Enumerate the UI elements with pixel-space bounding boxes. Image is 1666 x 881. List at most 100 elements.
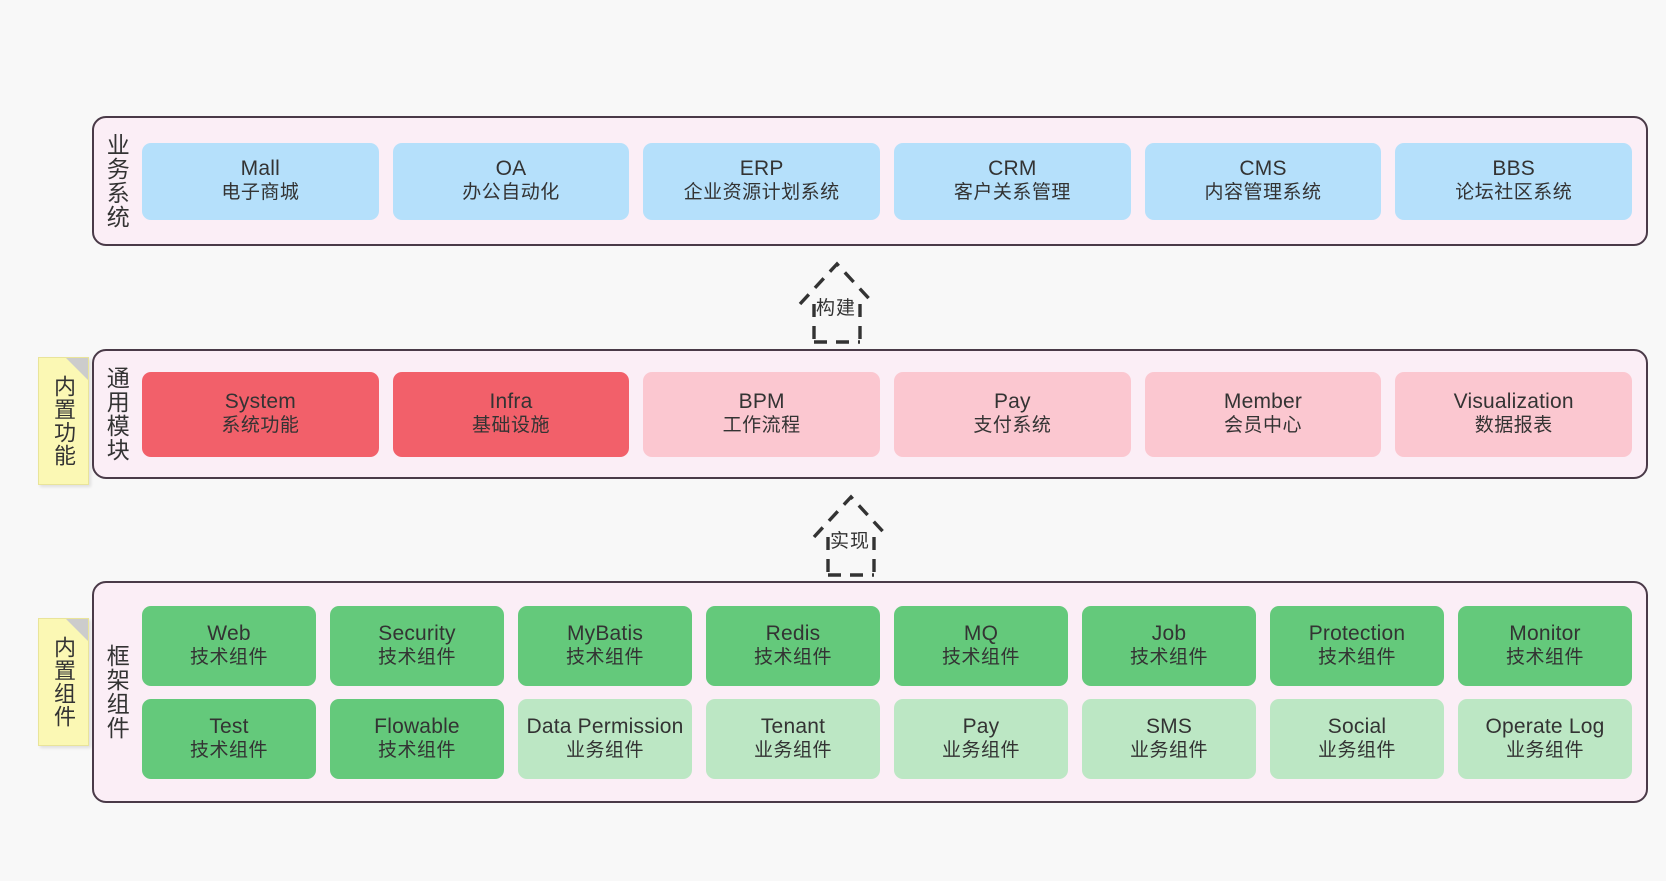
node-label-cn: 技术组件 bbox=[565, 646, 644, 668]
node-flowable[interactable]: Flowable 技术组件 bbox=[330, 698, 504, 779]
node-operate-log[interactable]: Operate Log 业务组件 bbox=[1458, 698, 1632, 779]
node-data-permission[interactable]: Data Permission 业务组件 bbox=[518, 698, 692, 779]
node-label-cn: 技术组件 bbox=[189, 646, 268, 668]
node-oa[interactable]: OA 办公自动化 bbox=[392, 142, 630, 220]
node-label-en: ERP bbox=[739, 157, 784, 181]
node-label-en: Security bbox=[378, 621, 456, 645]
node-test[interactable]: Test 技术组件 bbox=[142, 698, 316, 779]
node-label-en: Mall bbox=[240, 157, 280, 181]
sticky-note-builtin-component: 内置组件 bbox=[38, 618, 89, 746]
node-label-en: BBS bbox=[1492, 157, 1535, 181]
layer-title-framework-component: 框架组件 bbox=[103, 644, 130, 740]
node-label-en: Web bbox=[207, 621, 251, 645]
node-label-en: Flowable bbox=[374, 714, 460, 738]
node-bpm[interactable]: BPM 工作流程 bbox=[643, 371, 881, 457]
node-label-cn: 技术组件 bbox=[1317, 646, 1396, 668]
node-protection[interactable]: Protection 技术组件 bbox=[1270, 605, 1444, 686]
node-label-en: OA bbox=[495, 157, 527, 181]
node-label-en: System bbox=[224, 390, 296, 414]
node-label-cn: 系统功能 bbox=[221, 415, 300, 437]
node-label-cn: 业务组件 bbox=[753, 739, 832, 761]
layer-business-system: 业务系统 Mall 电子商城 OA 办公自动化 ERP 企业资源计划系统 CRM… bbox=[92, 116, 1648, 246]
node-row: Test 技术组件 Flowable 技术组件 Data Permission … bbox=[142, 698, 1632, 779]
node-label-cn: 办公自动化 bbox=[462, 182, 560, 204]
node-sms[interactable]: SMS 业务组件 bbox=[1082, 698, 1256, 779]
layer-common-module: 通用模块 System 系统功能 Infra 基础设施 BPM 工作流程 Pay… bbox=[92, 349, 1648, 479]
node-label-en: BPM bbox=[738, 390, 785, 414]
layer-body-business-system: Mall 电子商城 OA 办公自动化 ERP 企业资源计划系统 CRM 客户关系… bbox=[138, 118, 1646, 244]
node-mybatis[interactable]: MyBatis 技术组件 bbox=[518, 605, 692, 686]
node-erp[interactable]: ERP 企业资源计划系统 bbox=[643, 142, 881, 220]
node-label-en: CMS bbox=[1239, 157, 1287, 181]
connector-implement-label: 实现 bbox=[830, 531, 871, 552]
node-redis[interactable]: Redis 技术组件 bbox=[706, 605, 880, 686]
node-label-cn: 基础设施 bbox=[472, 415, 551, 437]
node-label-cn: 论坛社区系统 bbox=[1455, 182, 1573, 204]
node-label-cn: 技术组件 bbox=[1129, 646, 1208, 668]
node-label-en: Redis bbox=[765, 621, 821, 645]
node-pay-component[interactable]: Pay 业务组件 bbox=[894, 698, 1068, 779]
node-label-cn: 业务组件 bbox=[941, 739, 1020, 761]
layer-framework-component: 框架组件 Web 技术组件 Security 技术组件 MyBatis 技术组件… bbox=[92, 581, 1648, 803]
sticky-note-builtin-function: 内置功能 bbox=[38, 357, 89, 485]
node-label-en: Member bbox=[1223, 390, 1303, 414]
node-security[interactable]: Security 技术组件 bbox=[330, 605, 504, 686]
node-label-en: Job bbox=[1151, 621, 1187, 645]
node-label-en: MQ bbox=[963, 621, 999, 645]
node-label-cn: 工作流程 bbox=[722, 415, 801, 437]
node-row: Web 技术组件 Security 技术组件 MyBatis 技术组件 Redi… bbox=[142, 605, 1632, 686]
node-label-cn: 数据报表 bbox=[1474, 415, 1553, 437]
node-web[interactable]: Web 技术组件 bbox=[142, 605, 316, 686]
node-social[interactable]: Social 业务组件 bbox=[1270, 698, 1444, 779]
node-label-cn: 企业资源计划系统 bbox=[683, 182, 840, 204]
layer-title-business-system: 业务系统 bbox=[103, 133, 130, 229]
node-mall[interactable]: Mall 电子商城 bbox=[142, 142, 379, 220]
node-label-en: MyBatis bbox=[566, 621, 644, 645]
node-bbs[interactable]: BBS 论坛社区系统 bbox=[1395, 142, 1633, 220]
node-label-cn: 业务组件 bbox=[565, 739, 644, 761]
node-label-en: SMS bbox=[1145, 714, 1193, 738]
node-label-en: Test bbox=[209, 714, 249, 738]
node-label-cn: 技术组件 bbox=[753, 646, 832, 668]
node-label-cn: 技术组件 bbox=[189, 739, 268, 761]
node-job[interactable]: Job 技术组件 bbox=[1082, 605, 1256, 686]
node-cms[interactable]: CMS 内容管理系统 bbox=[1144, 142, 1382, 220]
layer-body-common-module: System 系统功能 Infra 基础设施 BPM 工作流程 Pay 支付系统… bbox=[138, 351, 1646, 477]
node-row: System 系统功能 Infra 基础设施 BPM 工作流程 Pay 支付系统… bbox=[142, 371, 1633, 457]
connector-build-label: 构建 bbox=[816, 298, 857, 319]
node-row: Mall 电子商城 OA 办公自动化 ERP 企业资源计划系统 CRM 客户关系… bbox=[142, 142, 1633, 220]
node-label-cn: 会员中心 bbox=[1224, 415, 1303, 437]
node-label-en: Data Permission bbox=[526, 714, 684, 738]
node-label-en: Pay bbox=[962, 714, 1000, 738]
node-mq[interactable]: MQ 技术组件 bbox=[894, 605, 1068, 686]
node-label-cn: 客户关系管理 bbox=[953, 182, 1071, 204]
node-label-cn: 业务组件 bbox=[1317, 739, 1396, 761]
layer-body-framework-component: Web 技术组件 Security 技术组件 MyBatis 技术组件 Redi… bbox=[138, 583, 1646, 801]
node-label-cn: 技术组件 bbox=[941, 646, 1020, 668]
node-label-en: Operate Log bbox=[1485, 714, 1605, 738]
node-label-cn: 技术组件 bbox=[377, 739, 456, 761]
node-label-en: Infra bbox=[489, 390, 533, 414]
node-tenant[interactable]: Tenant 业务组件 bbox=[706, 698, 880, 779]
node-pay-module[interactable]: Pay 支付系统 bbox=[894, 371, 1131, 457]
node-crm[interactable]: CRM 客户关系管理 bbox=[894, 142, 1131, 220]
node-label-cn: 业务组件 bbox=[1129, 739, 1208, 761]
node-label-en: Tenant bbox=[760, 714, 826, 738]
node-label-en: Pay bbox=[993, 390, 1031, 414]
node-label-cn: 电子商城 bbox=[221, 182, 300, 204]
node-label-cn: 支付系统 bbox=[973, 415, 1052, 437]
node-label-en: Monitor bbox=[1509, 621, 1581, 645]
node-member[interactable]: Member 会员中心 bbox=[1144, 371, 1382, 457]
node-visualization[interactable]: Visualization 数据报表 bbox=[1395, 371, 1633, 457]
node-label-en: Protection bbox=[1308, 621, 1406, 645]
node-system[interactable]: System 系统功能 bbox=[142, 371, 379, 457]
layer-title-common-module: 通用模块 bbox=[103, 366, 130, 462]
node-label-cn: 业务组件 bbox=[1505, 739, 1584, 761]
node-label-cn: 技术组件 bbox=[1505, 646, 1584, 668]
node-infra[interactable]: Infra 基础设施 bbox=[392, 371, 630, 457]
node-label-en: Social bbox=[1327, 714, 1387, 738]
node-label-cn: 技术组件 bbox=[377, 646, 456, 668]
node-monitor[interactable]: Monitor 技术组件 bbox=[1458, 605, 1632, 686]
node-label-en: CRM bbox=[988, 157, 1037, 181]
